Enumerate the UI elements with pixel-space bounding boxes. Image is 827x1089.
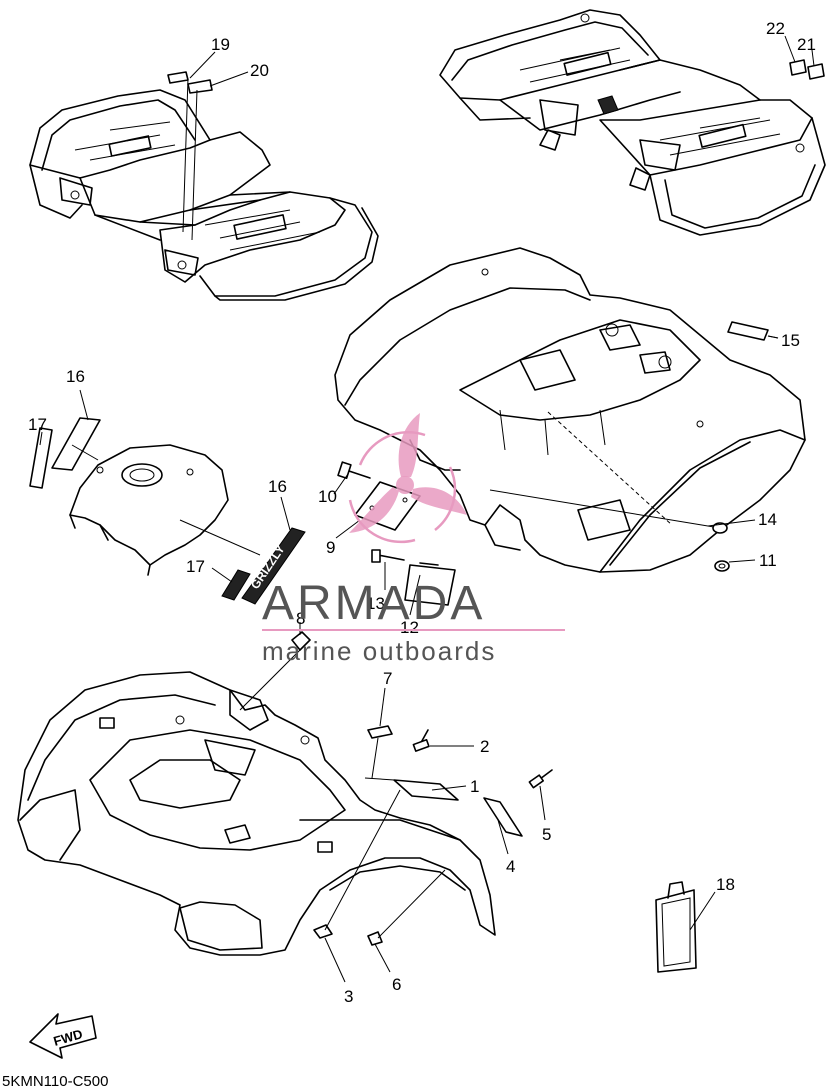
rear-carrier <box>439 9 826 236</box>
callout-11: 11 <box>759 551 777 570</box>
fasteners <box>239 461 730 973</box>
callout-2: 2 <box>480 737 489 756</box>
leader-lines <box>39 35 815 983</box>
callout-15: 15 <box>781 331 800 350</box>
callout-6: 6 <box>392 975 401 994</box>
fwd-arrow-icon: FWD <box>29 1013 97 1059</box>
callout-17-right: 17 <box>186 557 205 576</box>
watermark-tagline: marine outboards <box>262 636 496 666</box>
callout-16-left: 16 <box>66 367 85 386</box>
callout-14: 14 <box>758 510 777 529</box>
propeller-logo-icon <box>348 413 467 544</box>
front-fender <box>17 671 496 956</box>
callout-labels: 1 2 3 4 5 6 7 8 9 10 11 12 13 14 15 16 1… <box>28 19 816 1006</box>
callout-3: 3 <box>344 987 353 1006</box>
callout-21: 21 <box>797 35 816 54</box>
callout-4: 4 <box>506 857 515 876</box>
callout-8: 8 <box>296 609 305 628</box>
rear-fender <box>334 247 806 573</box>
watermark-brand: ARMADA <box>262 577 485 630</box>
callout-7: 7 <box>383 669 392 688</box>
callout-20: 20 <box>250 61 269 80</box>
callout-9: 9 <box>326 538 335 557</box>
callout-16-right: 16 <box>268 477 287 496</box>
callout-22: 22 <box>766 19 785 38</box>
diagram-code: 5KMN110-C500 <box>2 1073 108 1089</box>
watermark: ARMADA marine outboards <box>262 413 565 666</box>
callout-17-left: 17 <box>28 415 47 434</box>
front-carrier <box>29 71 379 301</box>
callout-13: 13 <box>366 594 385 613</box>
callout-1: 1 <box>470 777 479 796</box>
callout-18: 18 <box>716 875 735 894</box>
callout-19: 19 <box>211 35 230 54</box>
callout-5: 5 <box>542 825 551 844</box>
tank-cover <box>29 417 229 576</box>
callout-12: 12 <box>400 618 419 637</box>
callout-10: 10 <box>318 487 337 506</box>
